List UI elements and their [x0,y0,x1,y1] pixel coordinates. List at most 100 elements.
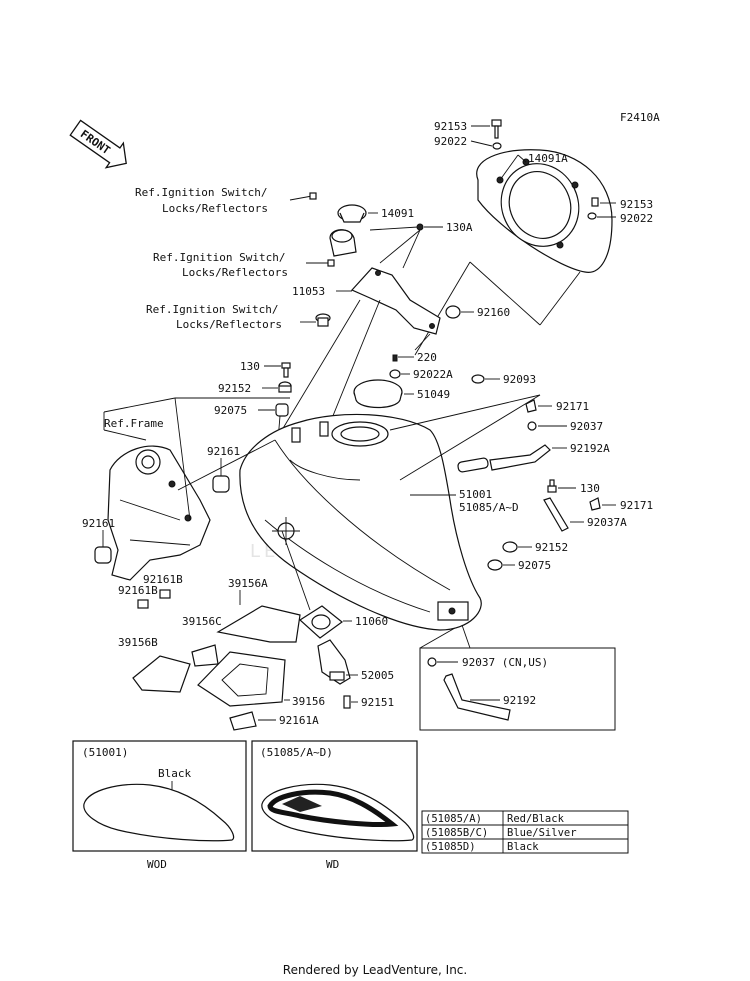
label-92161B-a: 92161B [143,573,183,586]
label-92171-b: 92171 [620,499,653,512]
label-92171-a: 92171 [556,400,589,413]
clip-92037-cn [427,657,437,667]
grommet-92161-a [212,475,230,493]
label-92161A: 92161A [279,714,319,727]
label-130: 130 [240,360,260,373]
label-14091: 14091 [381,207,414,220]
grommet-92075-right [487,559,503,571]
pad-92161A [229,711,257,731]
table-color-1: Blue/Silver [507,827,577,839]
bolt-130 [281,362,291,378]
label-92152: 92152 [218,382,251,395]
inset-51001 [72,740,247,852]
inset-51001-color: Black [158,767,191,780]
table-code-0: (51085/A) [425,813,482,825]
label-220: 220 [417,351,437,364]
ignition-switch [327,229,357,267]
inset-51001-caption: WOD [147,858,167,871]
pad-39156C [191,644,219,667]
bolt-92151 [343,695,351,709]
label-39156B: 39156B [118,636,158,649]
hose-92192 [443,673,511,721]
bolt-130-right [547,479,557,493]
label-92161-a: 92161 [207,445,240,458]
meter-cover-14091A [476,149,613,273]
label-11060: 11060 [355,615,388,628]
label-51085: 51085/A~D [459,501,519,514]
cap-14091 [337,204,367,223]
pad-39156B [132,655,191,693]
pad-92161B-b [137,599,149,609]
label-92192: 92192 [503,694,536,707]
ref-ign-3a: Ref.Ignition Switch/ [146,303,278,316]
label-52005: 52005 [361,669,394,682]
inset-51085 [251,740,418,852]
clip-92037 [527,421,537,431]
table-color-2: Black [507,841,539,853]
inset-51085-caption: WD [326,858,339,871]
label-92161-b: 92161 [82,517,115,530]
frame-section [107,445,211,581]
color-table: (51085/A) Red/Black (51085B/C) Blue/Silv… [421,810,629,854]
cn-us-box [419,647,616,731]
label-92022-top: 92022 [434,135,467,148]
label-92037-cn: 92037 (CN,US) [462,656,548,669]
table-color-0: Red/Black [507,813,565,825]
inset-51085-header: (51085/A~D) [260,746,333,759]
label-11053: 11053 [292,285,325,298]
tank-silhouette-51001 [83,783,235,842]
ref-ign-1a: Ref.Ignition Switch/ [135,186,267,199]
label-92151: 92151 [361,696,394,709]
hose-92192A [457,444,551,473]
label-92093: 92093 [503,373,536,386]
label-92152-right: 92152 [535,541,568,554]
label-51001: 51001 [459,488,492,501]
label-92022-right: 92022 [620,212,653,225]
gasket-11060 [299,605,343,639]
grommet-92160 [445,305,461,319]
table-code-1: (51085B/C) [425,827,488,839]
ref-frame-label: Ref.Frame [104,417,164,430]
label-39156A: 39156A [228,577,268,590]
label-92075-right: 92075 [518,559,551,572]
clip-92171-a [525,399,537,413]
ref-ign-2b: Locks/Reflectors [182,266,288,279]
label-39156C: 39156C [182,615,222,628]
pad-92161B-a [159,589,171,599]
tank-silhouette-51085 [261,783,415,842]
ref-ign-1b: Locks/Reflectors [162,202,268,215]
front-arrow-icon: FRONT [69,119,127,169]
label-130A: 130A [446,221,473,234]
ref-ign-3b: Locks/Reflectors [176,318,282,331]
plug-ign-3 [315,313,331,327]
figure-code: F2410A [620,111,660,124]
fuel-pump-52005 [317,639,351,685]
label-92153-top: 92153 [434,120,467,133]
table-code-2: (51085D) [425,841,476,853]
grommet-92161-b [94,546,112,564]
inset-51001-header: (51001) [82,746,128,759]
cap-51049 [353,379,403,409]
label-92160: 92160 [477,306,510,319]
label-51049: 51049 [417,388,450,401]
collar-92152-right [502,541,518,553]
label-130-right: 130 [580,482,600,495]
label-92161B-b: 92161B [118,584,158,597]
clip-92171-b [589,497,601,511]
fuel-tank-51001 [239,413,482,631]
tube-92037A [543,497,569,532]
label-92075: 92075 [214,404,247,417]
pad-39156A [216,605,301,643]
grommet-92075 [275,403,289,417]
label-39156: 39156 [292,695,325,708]
label-92037A: 92037A [587,516,627,529]
bolt-92153-top [491,119,502,150]
label-92037: 92037 [570,420,603,433]
label-92022A: 92022A [413,368,453,381]
footer-credit: Rendered by LeadVenture, Inc. [282,963,468,977]
label-14091A: 14091A [528,152,568,165]
pad-39156 [197,651,286,707]
bracket-11053 [350,267,441,335]
collar-92152 [278,381,292,393]
